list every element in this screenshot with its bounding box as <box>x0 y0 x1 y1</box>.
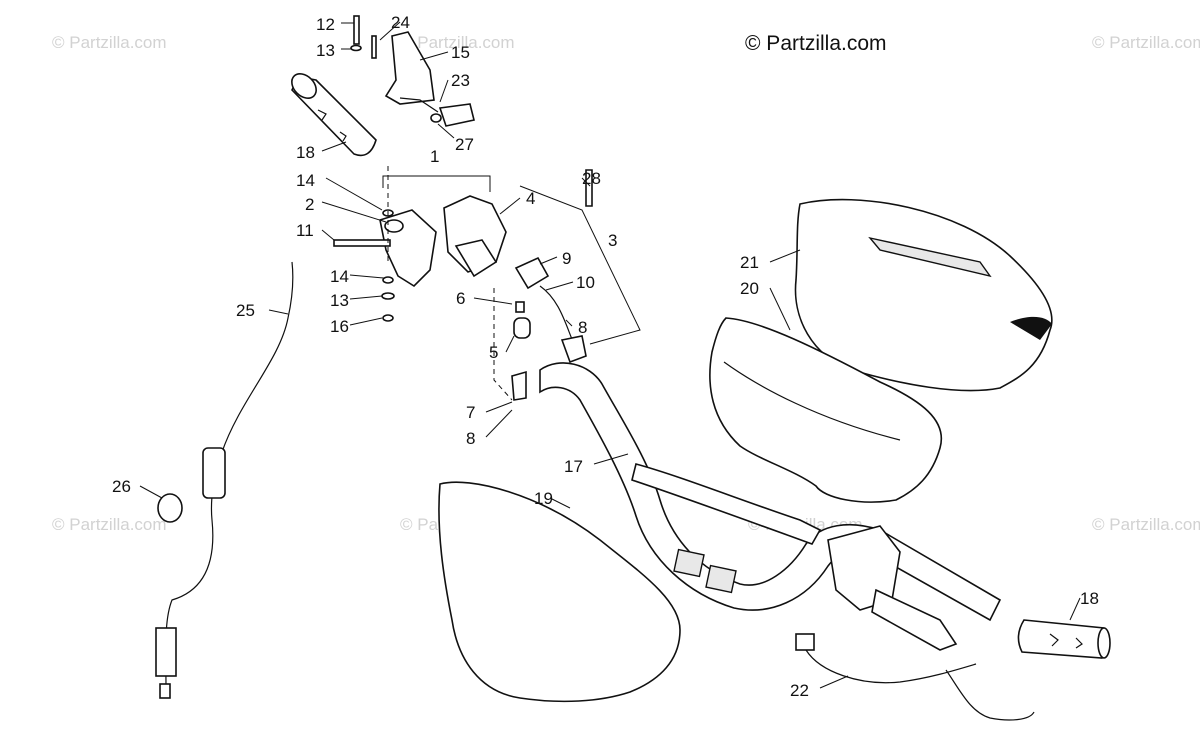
watermark-mid-left: © Partzilla.com <box>52 515 167 534</box>
callout-5: 5 <box>489 343 498 362</box>
callout-6: 6 <box>456 289 465 308</box>
callout-26: 26 <box>112 477 131 496</box>
callout-11: 11 <box>296 221 314 240</box>
screw-11 <box>333 239 391 247</box>
washer-14-lower <box>382 276 394 284</box>
wire-10 <box>539 285 575 345</box>
callout-9: 9 <box>562 249 571 268</box>
callout-10: 10 <box>576 273 595 292</box>
leader-lines <box>139 21 1081 689</box>
callout-27: 27 <box>455 135 474 154</box>
callout-12: 12 <box>316 15 335 34</box>
callout-18-right: 18 <box>1080 589 1099 608</box>
callout-15: 15 <box>451 43 470 62</box>
switch-9 <box>514 256 550 290</box>
callout-1: 1 <box>430 147 439 166</box>
bolt-12 <box>353 15 360 45</box>
callout-13-lower: 13 <box>330 291 349 310</box>
watermark-top-right: © Partzilla.com <box>1092 33 1200 52</box>
washer-13-lower <box>381 292 395 300</box>
plunger-5 <box>513 317 531 339</box>
callout-16: 16 <box>330 317 349 336</box>
grip-harness-22 <box>795 633 1035 721</box>
brake-assembly <box>827 525 958 651</box>
switch-wire-23 <box>399 97 439 113</box>
callout-labels: 12 13 24 15 23 27 18 1 14 2 11 4 3 28 9 … <box>112 13 1099 700</box>
clip-7 <box>511 370 527 401</box>
watermark-top-left: © Partzilla.com <box>52 33 167 52</box>
callout-17: 17 <box>564 457 583 476</box>
callout-2: 2 <box>305 195 314 214</box>
watermark-top-center: © Partzilla.com <box>400 33 515 52</box>
spring-6 <box>515 301 525 313</box>
hand-guard-20 <box>709 317 943 503</box>
callout-24: 24 <box>391 13 410 32</box>
callout-14-upper: 14 <box>296 171 315 190</box>
callout-19: 19 <box>534 489 553 508</box>
callout-8-lower: 8 <box>466 429 475 448</box>
throttle-cable-25 <box>155 261 294 699</box>
switch-23 <box>438 103 475 127</box>
grommet-27 <box>430 113 442 123</box>
harness-element <box>945 669 1035 721</box>
hand-guard-19 <box>438 481 681 703</box>
left-grip-18 <box>291 73 377 157</box>
housing-block <box>454 239 498 278</box>
hand-guard-21 <box>794 198 1053 392</box>
callout-23: 23 <box>451 71 470 90</box>
callout-22: 22 <box>790 681 809 700</box>
housing-boss <box>384 219 404 233</box>
harness-connector <box>795 633 815 651</box>
callout-8-upper: 8 <box>578 318 587 337</box>
callout-28: 28 <box>582 169 601 188</box>
right-grip-18 <box>1017 619 1111 659</box>
callout-14-lower: 14 <box>330 267 349 286</box>
washer-13 <box>350 44 362 52</box>
throttle-bracket-assembly <box>350 15 475 127</box>
callout-13-top: 13 <box>316 41 335 60</box>
callout-21: 21 <box>740 253 759 272</box>
connector-10 <box>560 335 587 364</box>
nut-16 <box>382 314 394 322</box>
pin-24 <box>371 35 377 59</box>
callout-18-left: 18 <box>296 143 315 162</box>
callout-3: 3 <box>608 231 617 250</box>
callout-20: 20 <box>740 279 759 298</box>
watermark-mid-far-right: © Partzilla.com <box>1092 515 1200 534</box>
bracket-15 <box>384 31 435 105</box>
pin-28 <box>585 169 593 207</box>
control-housing <box>333 169 593 401</box>
harness-wire <box>805 649 977 684</box>
callout-4: 4 <box>526 189 535 208</box>
callout-25: 25 <box>236 301 255 320</box>
callout-7: 7 <box>466 403 475 422</box>
watermark-main: © Partzilla.com <box>745 32 887 55</box>
